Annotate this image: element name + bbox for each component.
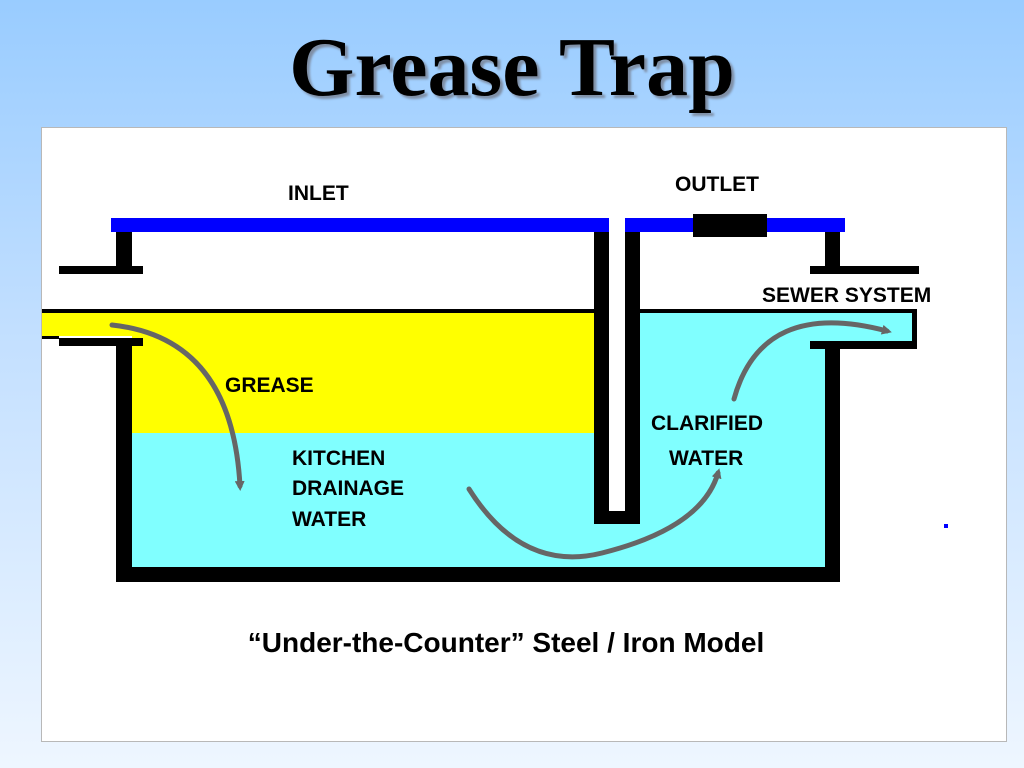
outlet-pipe-end-wall <box>912 309 917 349</box>
label-drainage: DRAINAGE <box>292 477 404 500</box>
tank-right-wall <box>825 341 840 582</box>
label-clarified: CLARIFIED <box>651 412 763 435</box>
slide-title: Grease Trap <box>289 21 735 114</box>
lid-left <box>111 218 609 232</box>
inlet-pipe-top-wall <box>42 309 597 313</box>
flow-arrow-down <box>109 322 245 491</box>
outlet-flange-top <box>810 266 919 274</box>
label-grease: GREASE <box>225 374 314 397</box>
flow-arrow-under-baffle <box>466 468 722 560</box>
grease-trap-diagram: INLET OUTLET SEWER SYSTEM GREASE KITCHEN… <box>42 173 948 658</box>
baffle-left-wall <box>594 226 609 524</box>
label-inlet: INLET <box>288 182 349 205</box>
inlet-flange-bottom <box>59 338 143 346</box>
baffle-right-wall <box>625 226 640 524</box>
small-dot <box>944 524 948 528</box>
baffle-bottom <box>594 511 640 524</box>
water-left-chamber <box>132 433 594 567</box>
outlet-riser <box>825 226 840 274</box>
label-sewer-system: SEWER SYSTEM <box>762 284 931 307</box>
tank-bottom-wall <box>116 567 840 582</box>
label-water-left: WATER <box>292 508 366 531</box>
tank-left-wall <box>116 338 132 582</box>
outlet-pipe-top-wall <box>639 309 917 313</box>
lid-handle <box>693 214 767 237</box>
inlet-pipe-bottom-wall <box>42 336 59 339</box>
inlet-riser <box>116 226 132 274</box>
inlet-grease-flow <box>42 313 134 336</box>
outlet-flange-bottom <box>810 341 917 349</box>
inlet-flange-top <box>59 266 143 274</box>
grease-layer <box>132 311 594 433</box>
label-outlet: OUTLET <box>675 173 759 196</box>
water-right-chamber <box>639 311 825 567</box>
flow-arrow-to-sewer <box>731 320 892 402</box>
diagram-caption: “Under-the-Counter” Steel / Iron Model <box>248 627 764 658</box>
label-water-right: WATER <box>669 447 743 470</box>
label-kitchen: KITCHEN <box>292 447 385 470</box>
diagram-panel: INLET OUTLET SEWER SYSTEM GREASE KITCHEN… <box>41 127 1007 742</box>
